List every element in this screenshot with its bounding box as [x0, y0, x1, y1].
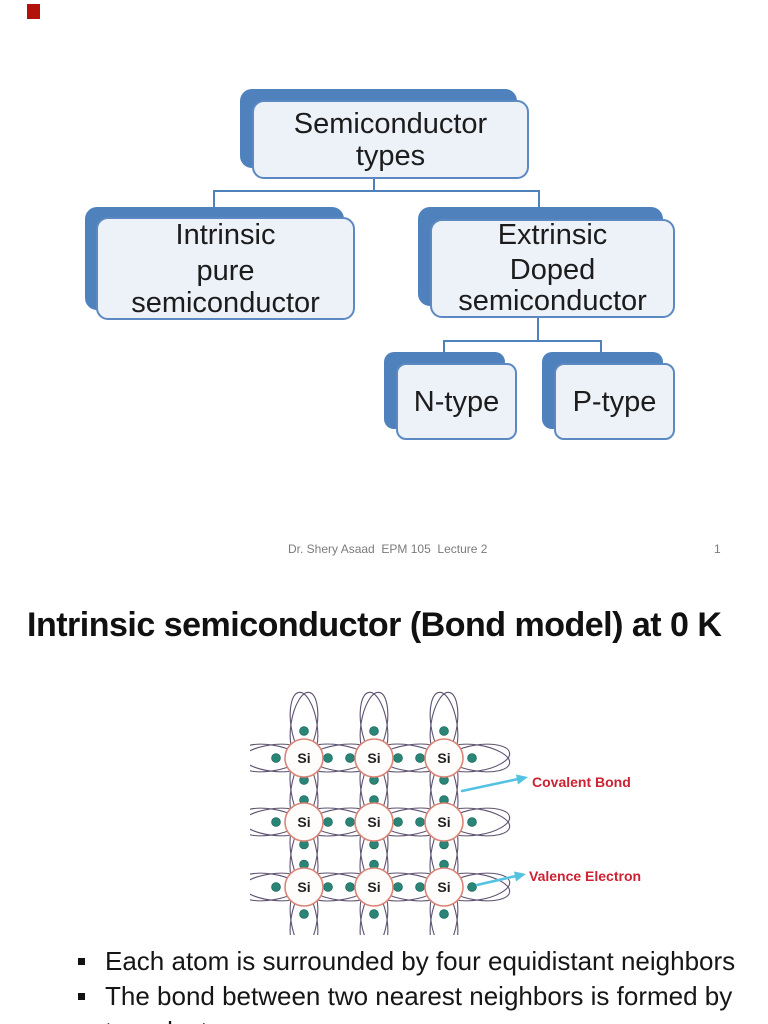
node-extrinsic-line2: Doped	[509, 254, 596, 286]
footer-credit: Dr. Shery Asaad EPM 105 Lecture 2	[288, 542, 488, 556]
node-root-line2: types	[355, 139, 426, 172]
node-extrinsic-line1: Extrinsic	[497, 219, 608, 251]
connector-root-drop	[373, 179, 375, 191]
connector-drop-ptype	[600, 340, 602, 354]
node-ptype: P-type	[554, 363, 675, 440]
svg-text:Si: Si	[367, 750, 380, 766]
svg-text:Si: Si	[367, 879, 380, 895]
node-ptype-label: P-type	[572, 385, 657, 418]
slide2-title: Intrinsic semiconductor (Bond model) at …	[27, 606, 722, 644]
svg-text:Si: Si	[437, 879, 450, 895]
bullet-item-2: The bond between two nearest neighbors i…	[78, 979, 755, 1024]
valence-electron-arrowhead	[514, 871, 526, 882]
node-intrinsic-line1: Intrinsic	[175, 218, 276, 251]
connector-drop-ntype	[443, 340, 445, 354]
bullet-text-2: The bond between two nearest neighbors i…	[105, 981, 733, 1024]
node-intrinsic-line3: semiconductor	[131, 286, 320, 319]
connector-level2-horizontal	[443, 340, 602, 342]
node-extrinsic-line3: semiconductor	[458, 285, 647, 317]
covalent-bond-arrowhead	[516, 774, 528, 785]
corner-red-mark	[27, 4, 40, 19]
connector-drop-intrinsic	[213, 190, 215, 207]
electron-dots	[271, 726, 477, 919]
svg-text:Si: Si	[437, 814, 450, 830]
node-ntype: N-type	[396, 363, 517, 440]
connector-drop-extrinsic	[538, 190, 540, 207]
valence-electron-label: Valence Electron	[529, 868, 641, 884]
svg-text:Si: Si	[297, 879, 310, 895]
node-intrinsic-line2: pure	[196, 254, 255, 287]
svg-text:Si: Si	[367, 814, 380, 830]
footer-page-number: 1	[714, 542, 721, 556]
svg-text:Si: Si	[297, 750, 310, 766]
node-root: Semiconductor types	[252, 100, 529, 179]
node-extrinsic: Extrinsic Doped semiconductor	[430, 219, 675, 318]
node-intrinsic: Intrinsic pure semiconductor	[96, 217, 355, 320]
bullet-item-1: Each atom is surrounded by four equidist…	[78, 944, 755, 979]
node-ntype-label: N-type	[413, 385, 500, 418]
connector-level1-horizontal	[213, 190, 540, 192]
connector-extrinsic-drop	[537, 318, 539, 341]
bullet-list: Each atom is surrounded by four equidist…	[78, 944, 755, 1024]
covalent-bond-label: Covalent Bond	[532, 774, 631, 790]
svg-text:Si: Si	[297, 814, 310, 830]
svg-text:Si: Si	[437, 750, 450, 766]
bullet-text-1: Each atom is surrounded by four equidist…	[105, 946, 736, 976]
valence-electron-arrow	[475, 874, 518, 887]
covalent-bond-arrow	[460, 777, 520, 793]
node-root-line1: Semiconductor	[293, 107, 488, 140]
